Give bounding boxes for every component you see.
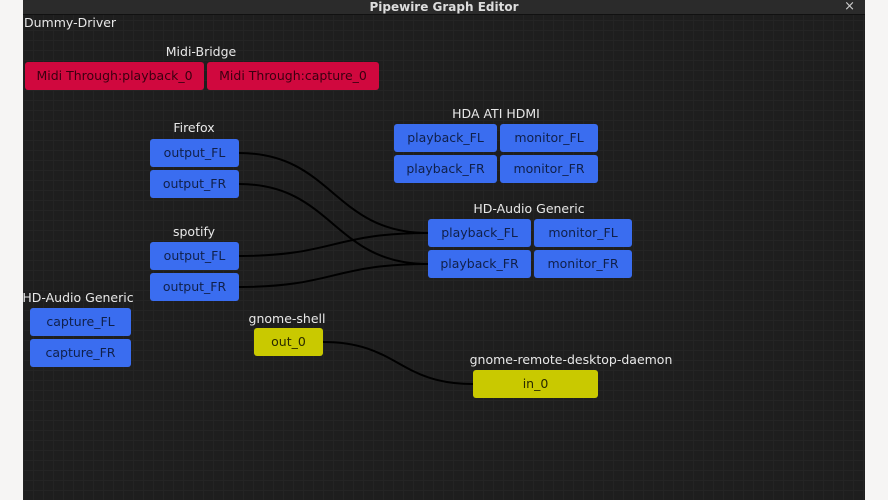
node-label-spotify: spotify: [172, 224, 216, 239]
port-spotify-output-fr[interactable]: output_FR: [150, 273, 239, 301]
link-firefox-fl[interactable]: [238, 152, 429, 234]
port-grd-in[interactable]: in_0: [473, 370, 598, 398]
links-layer: [238, 152, 474, 385]
port-playback-fr[interactable]: playback_FR: [428, 250, 531, 278]
link-spotify-fr[interactable]: [238, 263, 429, 288]
port-playback-fl[interactable]: playback_FL: [428, 219, 531, 247]
node-label-gnome-shell: gnome-shell: [248, 311, 326, 326]
link-spotify-fl[interactable]: [238, 232, 429, 257]
port-firefox-output-fl[interactable]: output_FL: [150, 139, 239, 167]
port-capture-fr[interactable]: capture_FR: [30, 339, 131, 367]
port-hdmi-monitor-fr[interactable]: monitor_FR: [500, 155, 598, 183]
port-hdmi-playback-fl[interactable]: playback_FL: [394, 124, 497, 152]
port-firefox-output-fr[interactable]: output_FR: [150, 170, 239, 198]
port-gnome-shell-out[interactable]: out_0: [254, 328, 323, 356]
port-hdmi-playback-fr[interactable]: playback_FR: [394, 155, 497, 183]
port-spotify-output-fl[interactable]: output_FL: [150, 242, 239, 270]
port-capture-fl[interactable]: capture_FL: [30, 308, 131, 336]
port-hdmi-monitor-fl[interactable]: monitor_FL: [500, 124, 598, 152]
close-icon[interactable]: ×: [844, 0, 855, 14]
port-monitor-fr[interactable]: monitor_FR: [534, 250, 632, 278]
node-label-hd-audio-output: HD-Audio Generic: [473, 201, 585, 216]
node-label-firefox: Firefox: [173, 120, 215, 135]
window-title: Pipewire Graph Editor: [369, 0, 519, 14]
link-firefox-fr[interactable]: [238, 183, 429, 265]
node-label-hda-ati-hdmi: HDA ATI HDMI: [452, 106, 540, 121]
title-bar: Pipewire Graph Editor ×: [23, 0, 865, 15]
node-label-gnome-remote-desktop: gnome-remote-desktop-daemon: [469, 352, 673, 367]
node-label-hd-audio-input: HD-Audio Generic: [23, 290, 134, 305]
port-monitor-fl[interactable]: monitor_FL: [534, 219, 632, 247]
port-midi-capture[interactable]: Midi Through:capture_0: [207, 62, 379, 90]
node-label-dummy-driver: Dummy-Driver: [24, 15, 117, 30]
port-midi-playback[interactable]: Midi Through:playback_0: [25, 62, 204, 90]
node-label-midi-bridge: Midi-Bridge: [165, 44, 237, 59]
graph-canvas[interactable]: Pipewire Graph Editor × Dummy-Driver Mid…: [23, 0, 865, 500]
link-gnome-shell[interactable]: [322, 341, 474, 385]
